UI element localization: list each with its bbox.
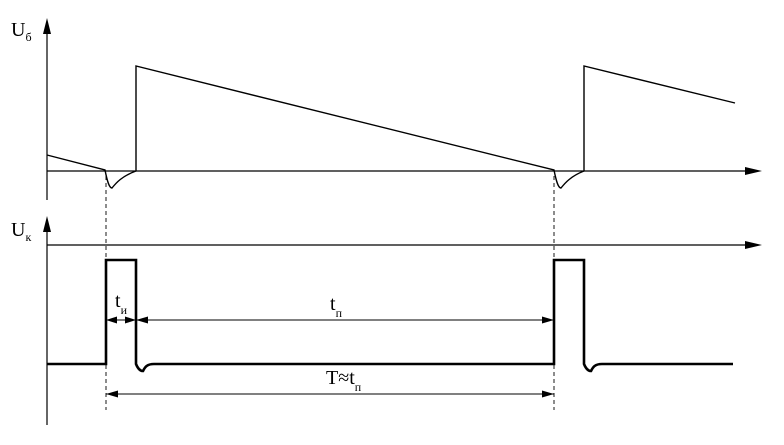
pause-label: tп: [330, 293, 343, 320]
lower-x-axis-arrow: [745, 241, 762, 249]
upper-y-axis-arrow: [43, 18, 51, 34]
upper-x-axis-arrow: [745, 167, 762, 175]
lower-y-axis-arrow: [43, 216, 51, 232]
pause-dimension: tп: [136, 293, 554, 324]
lower-axis-label: Uк: [11, 219, 31, 244]
period-arrow-left: [106, 390, 118, 398]
lower-axes: [43, 216, 762, 425]
pause-arrow-right: [542, 316, 554, 324]
period-arrow-right: [542, 390, 554, 398]
upper-axes: [43, 18, 762, 200]
pulse-width-arrow-right: [125, 316, 136, 324]
pause-arrow-left: [136, 316, 148, 324]
collector-voltage-waveform: [47, 258, 733, 373]
upper-axis-label: Uб: [11, 19, 32, 44]
period-label: T≈tп: [326, 367, 362, 394]
base-voltage-waveform: [46, 65, 736, 189]
pulse-width-arrow-left: [106, 316, 117, 324]
reference-lines: [105, 176, 555, 410]
pulse-width-label: tи: [115, 290, 128, 317]
period-dimension: T≈tп: [106, 367, 554, 398]
pulse-width-dimension: tи: [106, 290, 136, 324]
